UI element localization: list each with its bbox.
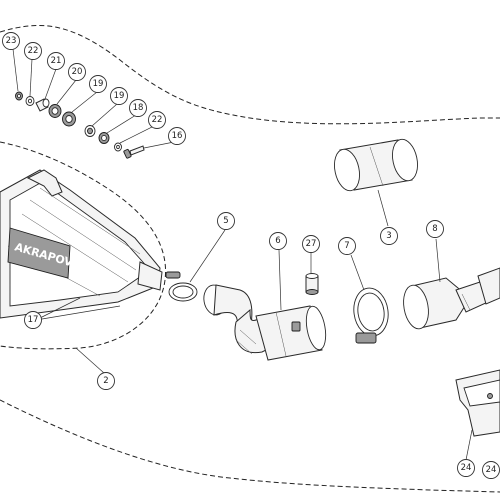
leader-19b bbox=[91, 103, 118, 127]
callout-18: 18 bbox=[129, 99, 147, 117]
callout-8: 8 bbox=[426, 220, 444, 238]
svg-text:22: 22 bbox=[28, 46, 39, 56]
svg-text:27: 27 bbox=[306, 239, 317, 249]
svg-text:22: 22 bbox=[152, 115, 163, 125]
callout-2: 2 bbox=[97, 372, 115, 390]
leader-19a bbox=[71, 91, 98, 113]
silencer-muffler bbox=[0, 169, 163, 319]
leader-20 bbox=[56, 79, 77, 105]
callout-24-left: 24 bbox=[457, 459, 475, 477]
svg-text:6: 6 bbox=[275, 236, 280, 246]
leader-21 bbox=[44, 68, 57, 100]
callout-5: 5 bbox=[217, 212, 235, 230]
leader-3 bbox=[377, 189, 389, 227]
callout-7: 7 bbox=[338, 237, 356, 255]
callout-3: 3 bbox=[380, 227, 398, 245]
leader-5 bbox=[189, 229, 226, 283]
callout-22-top: 22 bbox=[24, 42, 42, 60]
leader-17a bbox=[35, 305, 121, 321]
callout-20: 20 bbox=[68, 63, 86, 81]
svg-text:7: 7 bbox=[344, 241, 349, 251]
washer-22-bottom bbox=[114, 142, 122, 152]
leader-23 bbox=[12, 48, 19, 92]
leader-8 bbox=[435, 238, 441, 283]
clamp-7 bbox=[353, 287, 389, 344]
svg-text:16: 16 bbox=[172, 131, 183, 141]
grommet-20 bbox=[48, 104, 62, 118]
svg-text:8: 8 bbox=[432, 224, 437, 234]
leader-17b bbox=[35, 297, 81, 321]
bolt-16 bbox=[123, 145, 145, 159]
svg-text:18: 18 bbox=[133, 103, 144, 113]
leader-18 bbox=[106, 114, 137, 134]
svg-text:24: 24 bbox=[461, 463, 472, 473]
svg-text:23: 23 bbox=[6, 36, 17, 46]
callout-19-bottom: 19 bbox=[110, 87, 128, 105]
callout-23: 23 bbox=[2, 32, 20, 50]
svg-text:19: 19 bbox=[93, 79, 104, 89]
clamp-5 bbox=[165, 271, 198, 302]
svg-text:24: 24 bbox=[486, 465, 497, 475]
leader-22b bbox=[119, 125, 155, 144]
bushing-18 bbox=[98, 132, 110, 144]
grommet-19b bbox=[84, 125, 96, 137]
svg-text:19: 19 bbox=[114, 91, 125, 101]
callout-6: 6 bbox=[269, 232, 287, 250]
callout-27: 27 bbox=[302, 235, 320, 253]
kit-boundary-right bbox=[0, 399, 500, 493]
callout-17: 17 bbox=[24, 311, 42, 329]
svg-text:21: 21 bbox=[51, 56, 62, 66]
grommet-19a bbox=[62, 111, 76, 127]
leader-24a bbox=[465, 429, 473, 461]
leader-6 bbox=[278, 249, 282, 311]
heat-shield-24 bbox=[455, 369, 500, 437]
leader-2 bbox=[75, 347, 105, 374]
svg-text:20: 20 bbox=[72, 67, 83, 77]
kit-boundary-upper bbox=[0, 24, 500, 125]
callout-16: 16 bbox=[168, 127, 186, 145]
callout-22-bottom: 22 bbox=[148, 111, 166, 129]
link-pipe-3 bbox=[334, 138, 418, 192]
header-pipe-8 bbox=[403, 267, 500, 330]
leader-7 bbox=[350, 254, 365, 291]
svg-text:3: 3 bbox=[386, 231, 391, 241]
leader-16 bbox=[143, 141, 175, 149]
callout-21: 21 bbox=[47, 52, 65, 70]
sensor-bung-27 bbox=[305, 273, 319, 295]
washer-23 bbox=[15, 91, 23, 101]
svg-text:5: 5 bbox=[223, 216, 228, 226]
washer-22-top bbox=[25, 96, 35, 106]
callout-19-top: 19 bbox=[89, 75, 107, 93]
svg-text:2: 2 bbox=[103, 376, 108, 386]
svg-text:17: 17 bbox=[28, 315, 39, 325]
callout-24-right: 24 bbox=[482, 461, 500, 479]
link-pipe-6 bbox=[203, 284, 327, 361]
spacer-21 bbox=[35, 98, 50, 112]
leader-22a bbox=[29, 58, 33, 97]
